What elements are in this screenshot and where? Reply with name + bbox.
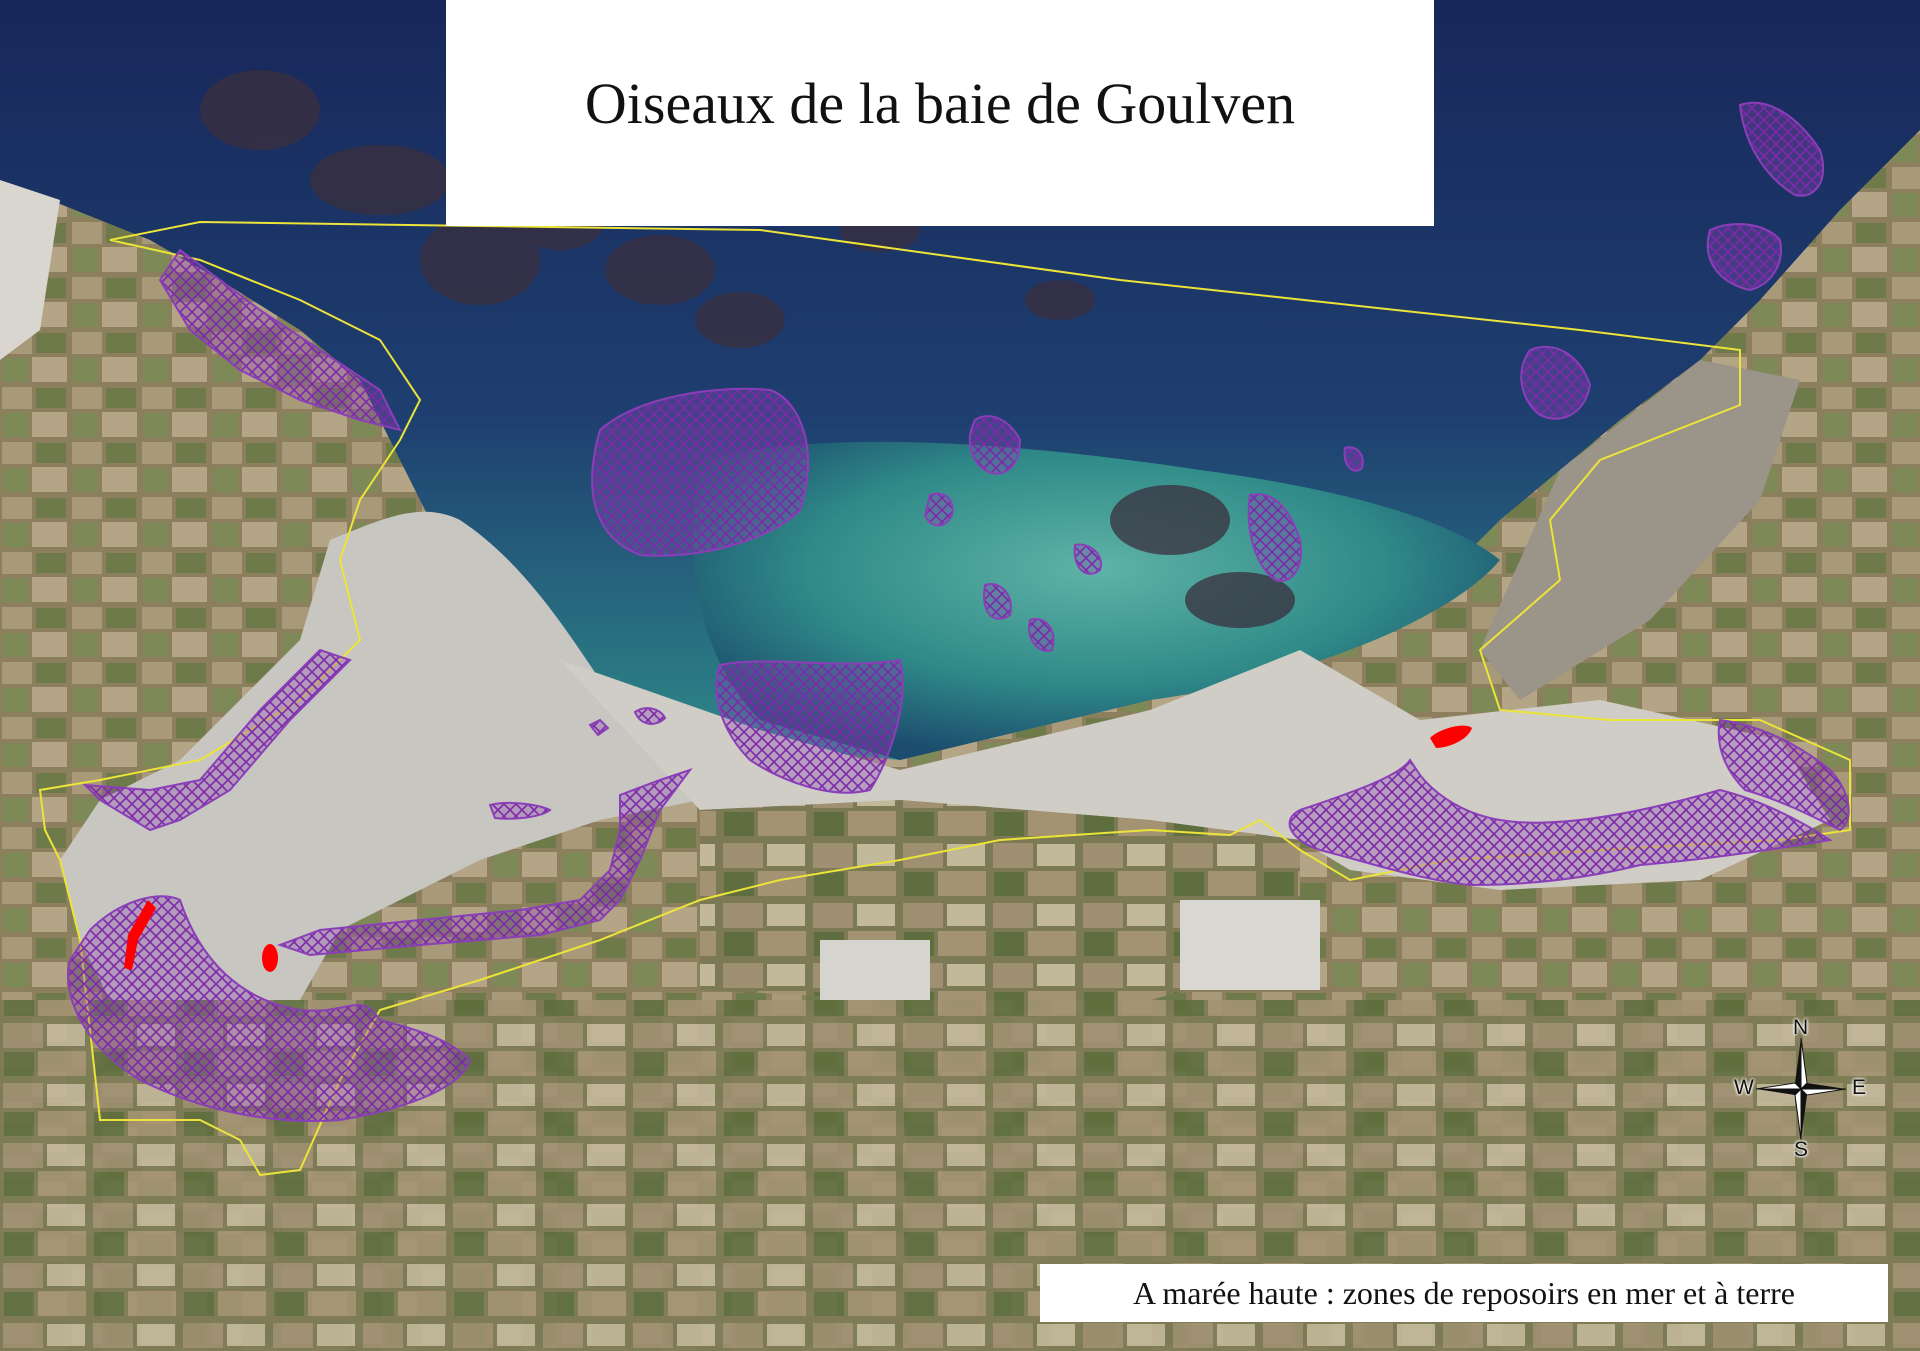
roost-zone xyxy=(633,707,667,725)
roost-zone xyxy=(983,583,1012,620)
roost-zone xyxy=(715,658,904,794)
roost-zone xyxy=(158,248,402,432)
compass-south: S xyxy=(1794,1138,1809,1161)
legend-caption: A marée haute : zones de reposoirs en me… xyxy=(1133,1274,1795,1311)
roost-zone xyxy=(67,895,472,1122)
roost-zone xyxy=(1717,718,1850,832)
compass-rose: N S W E xyxy=(1734,1016,1868,1162)
roost-zone xyxy=(82,648,352,832)
title-box: Oiseaux de la baie de Goulven xyxy=(446,0,1434,226)
roost-zone xyxy=(1738,101,1825,197)
roost-zone xyxy=(1288,758,1833,887)
compass-west: W xyxy=(1734,1076,1754,1099)
compass-east: E xyxy=(1852,1076,1867,1099)
roost-zone xyxy=(923,492,954,527)
roost-zone xyxy=(1247,493,1302,582)
roost-zone xyxy=(277,768,693,957)
map-title: Oiseaux de la baie de Goulven xyxy=(584,70,1296,136)
roost-zone xyxy=(488,801,552,820)
compass-north: N xyxy=(1793,1016,1809,1039)
roost-zone xyxy=(1028,618,1055,652)
roost-zone xyxy=(591,387,809,557)
red-marker xyxy=(124,900,156,970)
roost-zone xyxy=(588,718,610,737)
compass-rose-icon xyxy=(1755,1037,1847,1141)
red-marker xyxy=(1430,725,1472,748)
red-marker xyxy=(262,944,278,972)
roost-zone xyxy=(968,415,1022,475)
roost-zone xyxy=(1706,223,1782,292)
legend-box: A marée haute : zones de reposoirs en me… xyxy=(1040,1264,1888,1322)
roost-zone xyxy=(1073,543,1102,575)
roost-zone xyxy=(1520,345,1592,420)
roost-zone xyxy=(1343,446,1364,472)
